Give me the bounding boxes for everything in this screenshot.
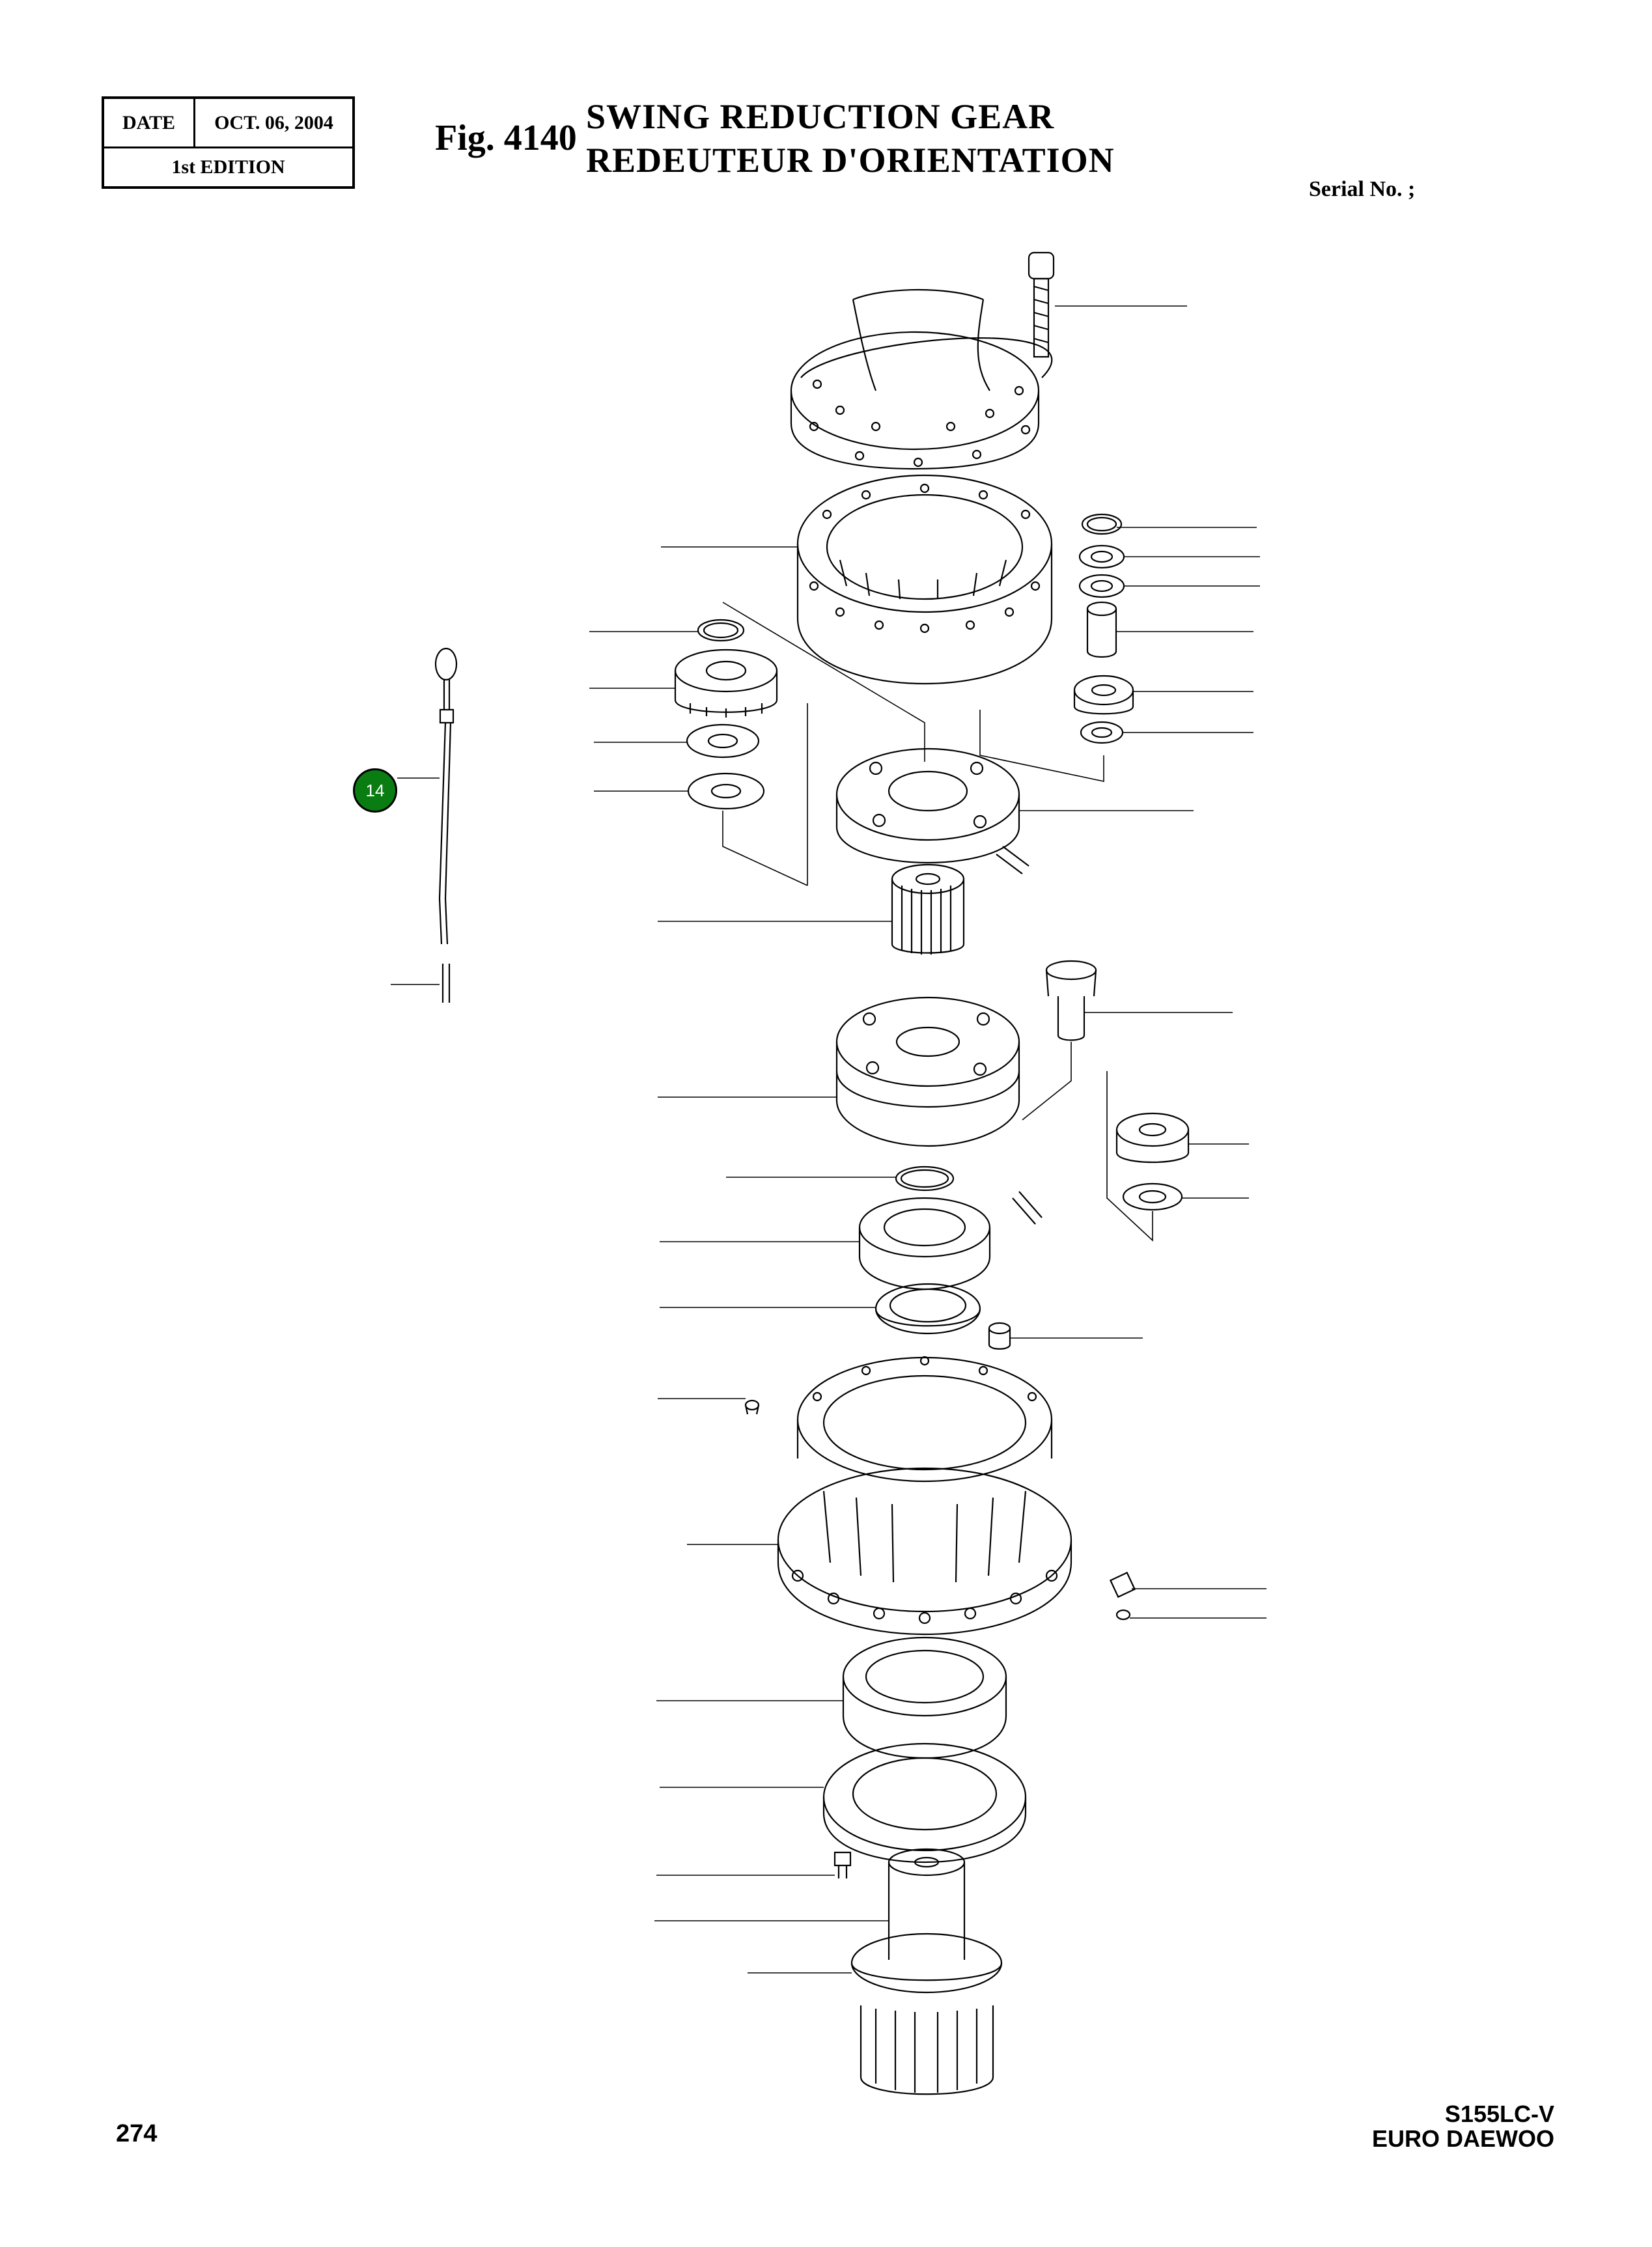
date-label: DATE	[104, 99, 195, 147]
left-planet-gear-part	[675, 650, 777, 718]
leader-lines	[391, 306, 1267, 1973]
page-number: 274	[116, 2120, 158, 2147]
spherical-bearing-part	[860, 1198, 990, 1289]
page-title-french: REDEUTEUR D'ORIENTATION	[586, 141, 1115, 180]
motor-housing-part	[791, 290, 1052, 469]
sun-gear-part	[892, 865, 964, 955]
long-bolt-part	[1029, 253, 1054, 357]
grease-fitting-part	[1110, 1572, 1134, 1619]
serial-number-label: Serial No. ;	[1309, 177, 1416, 201]
roll-pin-part	[996, 846, 1029, 874]
pinion-shaft-part	[852, 1849, 1001, 2094]
carrier-one-part	[837, 749, 1019, 863]
carrier-two-part	[837, 998, 1019, 1146]
planet-gear-small-part	[1074, 676, 1133, 714]
pin-shaft-part	[1046, 961, 1096, 1040]
figure-number: Fig. 4140	[435, 118, 577, 158]
spring-pin-part	[1013, 1192, 1042, 1224]
set-screw-part	[746, 1401, 759, 1414]
left-washer-part	[687, 725, 764, 809]
edition-label: 1st EDITION	[171, 156, 285, 178]
brand-name: EURO DAEWOO	[1371, 2125, 1554, 2152]
snap-ring-part	[1082, 514, 1121, 534]
plug-part	[989, 1323, 1010, 1349]
model-name: S155LC-V	[1444, 2100, 1554, 2127]
washer-part	[1080, 546, 1124, 597]
oil-seal-part	[876, 1284, 980, 1333]
date-row: DATE OCT. 06, 2004	[104, 99, 352, 148]
model-block: S155LC-V EURO DAEWOO	[1372, 2102, 1554, 2151]
lower-bearing-part	[843, 1638, 1006, 1758]
callout-badge[interactable]: 14	[353, 768, 397, 813]
date-edition-box: DATE OCT. 06, 2004 1st EDITION	[102, 96, 355, 189]
thrust-washer-part	[1081, 722, 1123, 743]
page-title: SWING REDUCTION GEAR	[586, 97, 1055, 136]
needle-bearing-part	[1087, 602, 1116, 657]
hex-bolt-part	[835, 1852, 850, 1878]
dipstick-part	[436, 649, 456, 1003]
left-snap-ring-part	[698, 620, 744, 641]
planet-washer-two-part	[1123, 1184, 1182, 1210]
ring-gear-part	[798, 475, 1052, 684]
cover-plate-part	[824, 1744, 1026, 1862]
gear-casing-part	[778, 1357, 1071, 1634]
date-value: OCT. 06, 2004	[214, 111, 333, 133]
snap-ring-two-part	[896, 1167, 953, 1190]
planet-gear-two-part	[1117, 1113, 1188, 1162]
